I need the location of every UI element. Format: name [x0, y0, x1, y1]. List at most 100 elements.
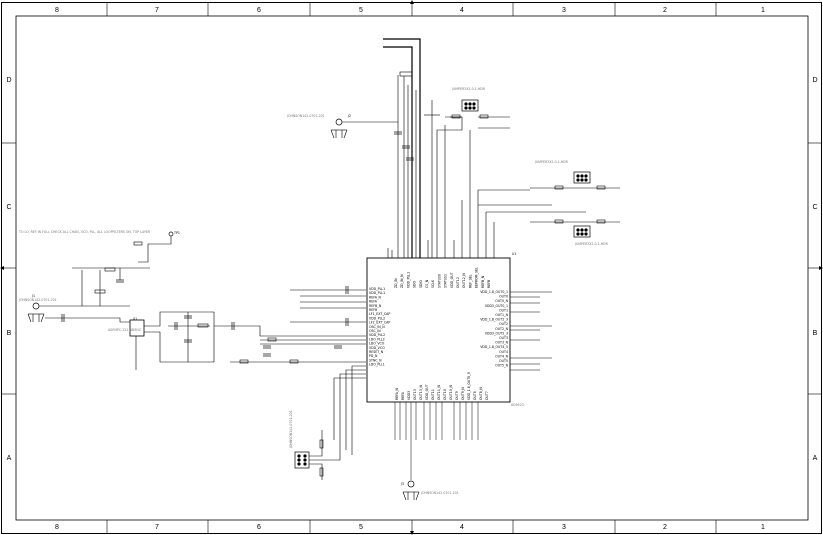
tp1-ref: TP1: [173, 231, 180, 235]
ic-pin-label: OUT5: [499, 359, 508, 363]
ic-pin-label: OUT12_N: [462, 273, 466, 288]
ic-pin-label: OUT2_N: [495, 327, 508, 331]
ic-pin-label: OUT4: [499, 350, 508, 354]
ic-pin-label: OUT5_N: [495, 364, 508, 368]
ic-pin-label: REFA: [401, 391, 405, 400]
zone-label: 5: [359, 7, 363, 14]
ic-pin-label: SDO: [413, 281, 417, 288]
zone-label: 7: [155, 524, 159, 531]
ic-pin-label: OUT0: [499, 295, 508, 299]
jumper-sw3: JUMPER3X2-0.1-HDR: [530, 219, 620, 246]
ic-pin-label: OUT7: [485, 391, 489, 400]
jumper-sw2: JUMPER3X2-0.1-HDR: [477, 160, 620, 205]
zone-label: 6: [257, 524, 261, 531]
j3-ref: J3: [400, 482, 404, 486]
ic-pin-label: LDO_PLL1: [369, 363, 385, 367]
ic-pin-label: VDD_1.8_OUT2_3: [480, 318, 508, 322]
ic-pin-label: OUT9: [455, 391, 459, 400]
ic-pin-label: OUT1: [499, 308, 508, 312]
zone-label: D: [812, 77, 817, 84]
ic-pin-label: OUT11_N: [437, 385, 441, 400]
zone-label: 4: [460, 524, 464, 531]
ic-left-pins: VDD_PLL1VDD_PLL1REFA_NREFAREFB_NREFBLF1_…: [369, 287, 390, 367]
zone-label: B: [7, 330, 12, 337]
zone-label: 4: [460, 7, 464, 14]
ic-pin-label: REF_SEL: [468, 274, 472, 288]
ic-pin-label: VDD3_OUT2_3: [485, 331, 508, 335]
ic-pin-label: CS_N: [425, 279, 429, 288]
ic-pin-label: OUT0_N: [495, 299, 508, 303]
ic-pin-label: OUT3: [499, 336, 508, 340]
ic-pin-label: OUT10: [443, 389, 447, 400]
resistor-r-top: [399, 71, 413, 77]
ic-pin-label: SYNC_N: [369, 358, 382, 362]
j1-ref: J1: [31, 294, 35, 298]
ic-pin-label: REFB_N: [369, 304, 382, 308]
sw1-part: JUMPER3X2-0.1-HDR: [451, 87, 486, 91]
ic-pin-label: OUT8_N: [479, 387, 483, 400]
j2-ref: J2: [347, 114, 351, 118]
ic-pin-label: LDO_VCO: [369, 342, 385, 346]
zone-label: 1: [761, 524, 765, 531]
zone-label: 8: [55, 524, 59, 531]
ic-pin-label: STATUS1: [444, 274, 448, 288]
zone-labels-bottom: 8 7 6 5 4 3 2 1: [55, 524, 765, 531]
zone-label: 7: [155, 7, 159, 14]
ic-pin-label: LDO_PLL2: [369, 337, 385, 341]
zone-label: 1: [761, 7, 765, 14]
bottom-nets: [394, 402, 479, 480]
ic-pin-label: VDD_1.8_OUT8_9: [467, 372, 471, 400]
ic-pin-label: OUT4_N: [495, 354, 508, 358]
zone-label: A: [7, 455, 12, 462]
j3-part: JOHNSON142-0701-201: [420, 491, 459, 495]
jumper-sw1: JUMPER3X2-0.1-HDR: [450, 87, 510, 129]
zone-label: 2: [663, 7, 667, 14]
ic-pin-label: OUT2: [499, 322, 508, 326]
ic-pin-label: VDD_PLL1: [369, 291, 385, 295]
ic-pin-label: OUT3_N: [495, 341, 508, 345]
ic-pin-label: OSC_IN_N: [369, 325, 385, 329]
ic-pin-label: VDD_PLL1: [369, 287, 385, 291]
zone-label: 8: [55, 7, 59, 14]
center-mark-bottom: [410, 531, 414, 535]
ic-pin-label: OUT13: [413, 389, 417, 400]
ic-pin-label: OUT10_N: [449, 385, 453, 400]
ic-pin-label: VDD3: [407, 391, 411, 400]
ic-pin-label: VDD_OUT: [450, 272, 454, 288]
ic-pin-label: STATUS0: [437, 274, 441, 288]
j2-part: JOHNSON142-0701-201: [286, 114, 325, 118]
zone-labels-right: D C B A: [812, 77, 817, 462]
ic-pin-label: VDD_PLL1: [406, 272, 410, 288]
ic-pin-label: LF1_EXT_CAP: [369, 312, 390, 316]
ic-pin-label: REFA_N: [369, 295, 382, 299]
ic-pin-label: REFA_N: [395, 387, 399, 400]
ic-right-pins: VDD_1.8_OUT0_1OUT0OUT0_NVDD3_OUT0_1OUT1O…: [480, 290, 508, 368]
j1-part: JOHNSON142-0701-201: [18, 298, 57, 302]
zone-label: B: [813, 330, 818, 337]
sw3-part: JUMPER3X2-0.1-HDR: [574, 242, 609, 246]
zone-label: 3: [562, 7, 566, 14]
zone-label: A: [813, 455, 818, 462]
zone-labels-left: D C B A: [6, 77, 11, 462]
zone-label: 5: [359, 524, 363, 531]
ic-pin-label: OUT12: [456, 277, 460, 288]
ic-pin-label: RESET_N: [369, 350, 384, 354]
center-mark-left: [0, 266, 4, 270]
ic-pin-label: VDD_PLL2: [369, 316, 385, 320]
ic-pin-label: LF2_EXT_CAP: [369, 321, 390, 325]
zone-label: 2: [663, 524, 667, 531]
ic-pin-label: OUT8: [473, 391, 477, 400]
ic-pin-label: REFA: [369, 300, 378, 304]
ic-part: AD9523: [511, 403, 524, 407]
note-top-left: TO LO, REF IN FULL CHECK ALL CHAN, VCO, …: [18, 230, 151, 234]
ic-pin-label: ZD_IN: [394, 278, 398, 288]
ic-pin-label: REFB: [369, 308, 377, 312]
ic-pin-label: OSC_IN: [369, 329, 381, 333]
ic-u1: U1 AD9523 VDD_PLL1VDD_PLL1REFA_NREFAREFB…: [366, 252, 524, 407]
ic-pin-label: OUT13_N: [419, 385, 423, 400]
center-mark-top: [410, 0, 414, 4]
ic-pin-label: REFB: [487, 280, 491, 288]
zone-label: D: [6, 77, 11, 84]
